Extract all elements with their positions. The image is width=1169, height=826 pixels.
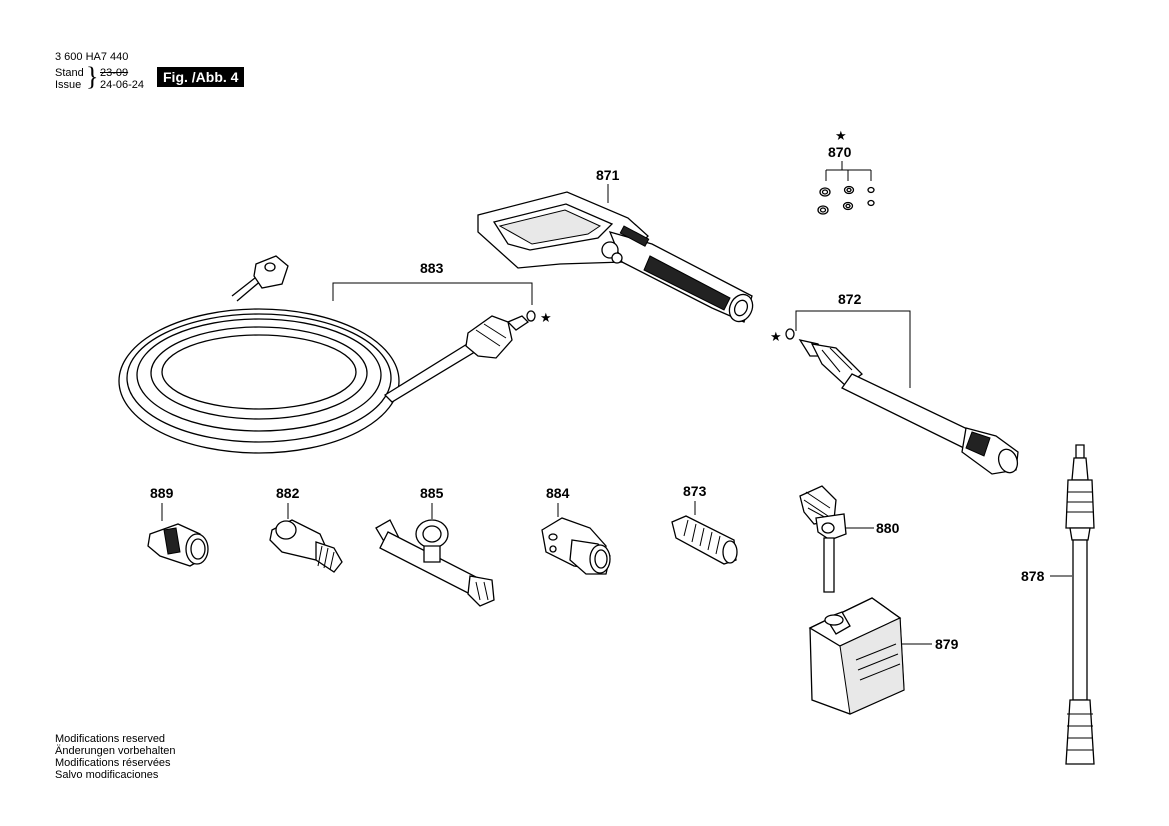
footer-line-de: Änderungen vorbehalten xyxy=(55,745,176,757)
star-marker-872: ★ xyxy=(770,329,782,344)
issue-label: Issue xyxy=(55,79,82,91)
part-label-884: 884 xyxy=(546,485,570,501)
stand-date: 23-09 xyxy=(100,67,129,79)
part-label-882: 882 xyxy=(276,485,300,501)
part-label-879: 879 xyxy=(935,636,959,652)
figure-label: Fig. /Abb. 4 xyxy=(157,67,245,87)
doc-number: 3 600 HA7 440 xyxy=(55,51,129,63)
issue-date: 24-06-24 xyxy=(100,79,145,91)
part-889-adapter: 889 xyxy=(147,485,209,567)
brace-symbol: } xyxy=(86,62,99,91)
part-label-880: 880 xyxy=(876,520,900,536)
stand-label: Stand xyxy=(55,67,84,79)
part-878-extension-lance: 878 xyxy=(1021,444,1095,765)
part-882-connector: 882 xyxy=(269,485,343,573)
part-871-trigger-gun: 871 xyxy=(477,167,754,323)
part-label-883: 883 xyxy=(420,260,444,276)
part-883-hose: 883 ★ xyxy=(118,255,552,454)
part-873-nozzle: 873 xyxy=(671,483,738,565)
part-label-872: 872 xyxy=(838,291,862,307)
part-label-885: 885 xyxy=(420,485,444,501)
part-label-873: 873 xyxy=(683,483,707,499)
part-884-quick-coupling: 884 xyxy=(541,485,611,575)
footer-line-en: Modifications reserved xyxy=(55,733,166,745)
footer-line-fr: Modifications réservées xyxy=(55,757,171,769)
part-885-detergent-adapter: 885 xyxy=(375,485,495,607)
part-label-871: 871 xyxy=(596,167,620,183)
part-label-878: 878 xyxy=(1021,568,1045,584)
modifications-notice: Modifications reserved Änderungen vorbeh… xyxy=(55,733,175,781)
part-872-lance: 872 ★ xyxy=(770,291,1019,475)
footer-line-es: Salvo modificaciones xyxy=(55,769,159,781)
star-marker-883: ★ xyxy=(540,310,552,325)
part-label-870: 870 xyxy=(828,144,852,160)
part-870-orings: 870 ★ xyxy=(817,128,875,215)
star-marker-870: ★ xyxy=(835,128,847,143)
part-label-889: 889 xyxy=(150,485,174,501)
part-879-detergent-bottle: 879 xyxy=(808,597,959,715)
part-880-suction-tube: 880 xyxy=(799,485,900,593)
